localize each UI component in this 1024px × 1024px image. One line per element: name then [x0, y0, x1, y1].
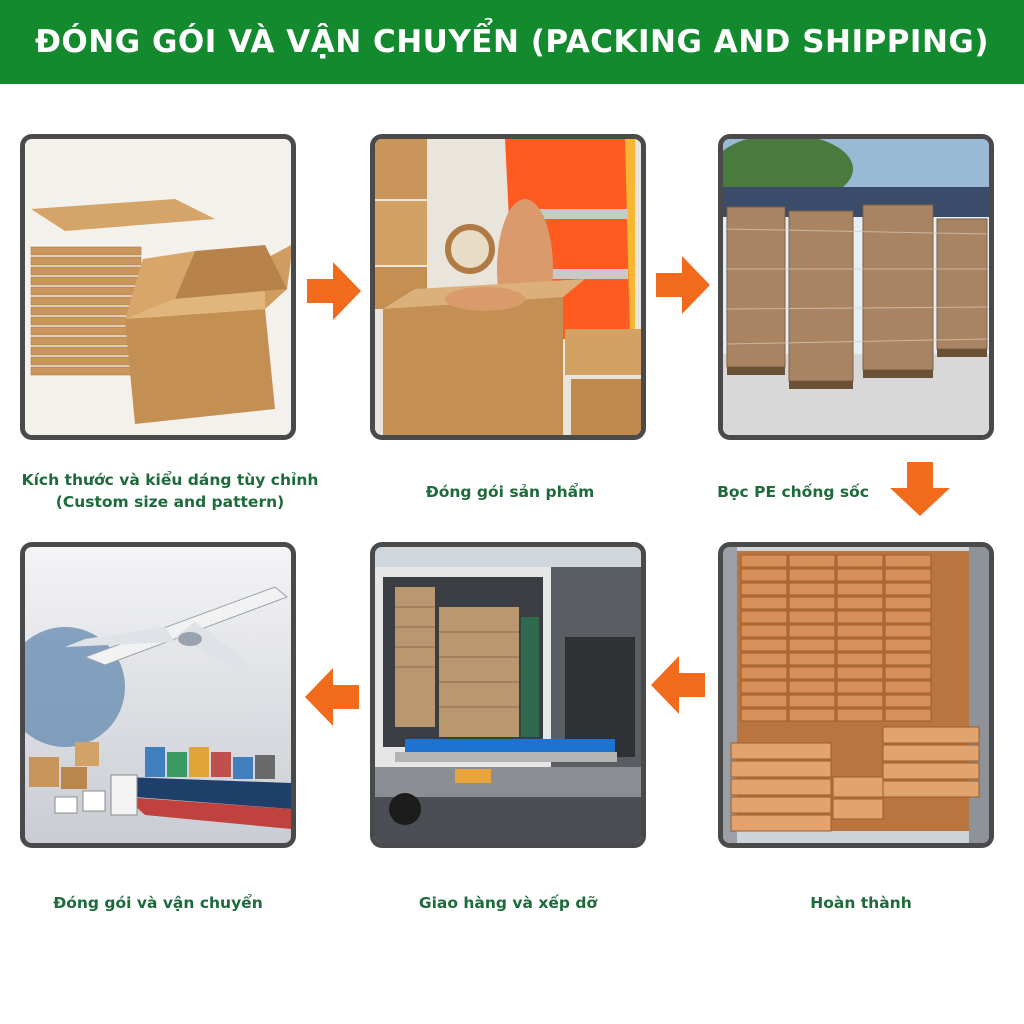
wrapped-pallets-photo: [718, 134, 994, 440]
kraft-boxes-photo: [20, 134, 296, 440]
arrow-right-icon: [656, 256, 710, 314]
worker-taping-box-photo: [370, 134, 646, 440]
truck-loading-photo: [370, 542, 646, 848]
title-banner: ĐÓNG GÓI VÀ VẬN CHUYỂN (PACKING AND SHIP…: [0, 0, 1024, 84]
loaded-container-photo: [718, 542, 994, 848]
step-caption: Đóng gói sản phẩm: [425, 483, 595, 501]
arrow-left-icon: [651, 656, 705, 714]
step-caption: Kích thước và kiểu dáng tùy chỉnh (Custo…: [20, 469, 320, 513]
step-caption-line: (Custom size and pattern): [55, 493, 285, 511]
arrow-down-icon: [890, 462, 950, 516]
step-caption: Đóng gói và vận chuyển: [53, 894, 263, 912]
page-title: ĐÓNG GÓI VÀ VẬN CHUYỂN (PACKING AND SHIP…: [34, 24, 990, 60]
step-caption: Bọc PE chống sốc: [717, 483, 869, 501]
step-caption: Giao hàng và xếp dỡ: [418, 894, 598, 912]
arrow-right-icon: [307, 262, 361, 320]
step-caption: Hoàn thành: [810, 894, 912, 912]
plane-ship-shipping-photo: [20, 542, 296, 848]
arrow-left-icon: [305, 668, 359, 726]
step-caption-line: Kích thước và kiểu dáng tùy chỉnh: [21, 471, 319, 489]
